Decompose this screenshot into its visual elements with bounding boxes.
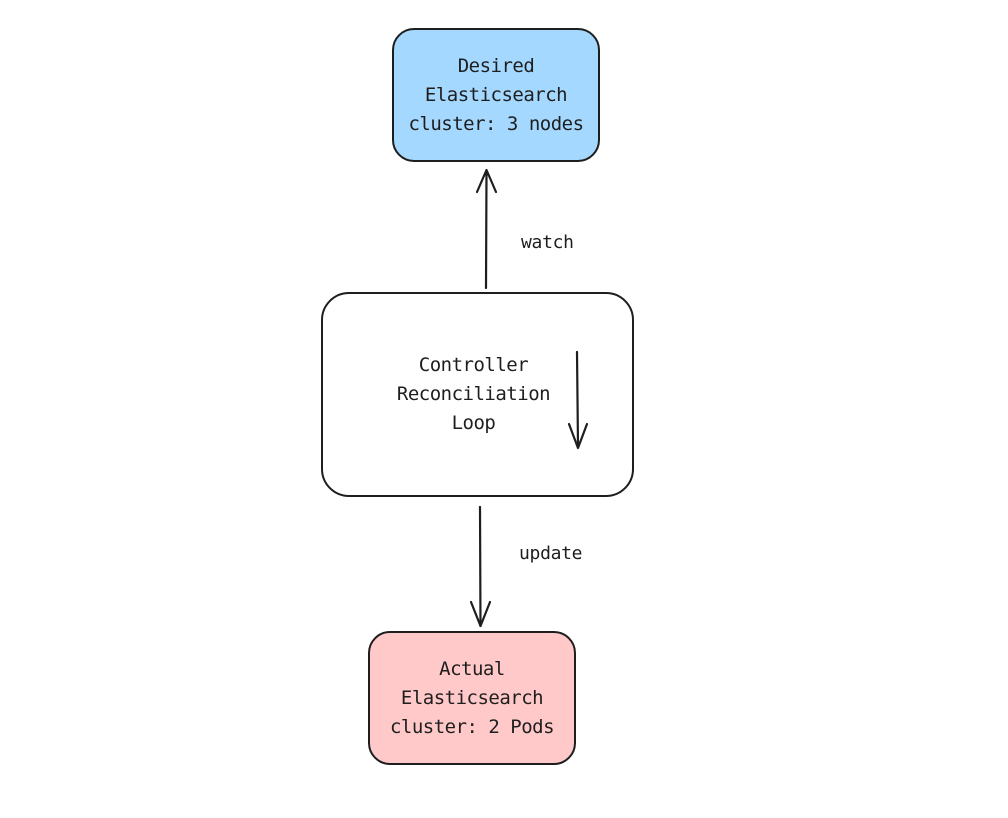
update-label: update (519, 543, 583, 564)
controller-loop-node[interactable]: Controller Reconciliation Loop (321, 292, 634, 497)
loop-down-arrow (567, 350, 589, 450)
watch-arrow (475, 168, 498, 290)
controller-loop-label: Controller Reconciliation Loop (396, 354, 551, 434)
watch-label: watch (521, 232, 574, 253)
desired-state-label: Desired Elasticsearch cluster: 3 nodes (408, 54, 584, 135)
actual-state-label: Actual Elasticsearch cluster: 2 Pods (389, 657, 555, 738)
desired-state-node[interactable]: Desired Elasticsearch cluster: 3 nodes (392, 28, 600, 162)
actual-state-node[interactable]: Actual Elasticsearch cluster: 2 Pods (368, 631, 576, 765)
update-arrow (469, 505, 492, 628)
